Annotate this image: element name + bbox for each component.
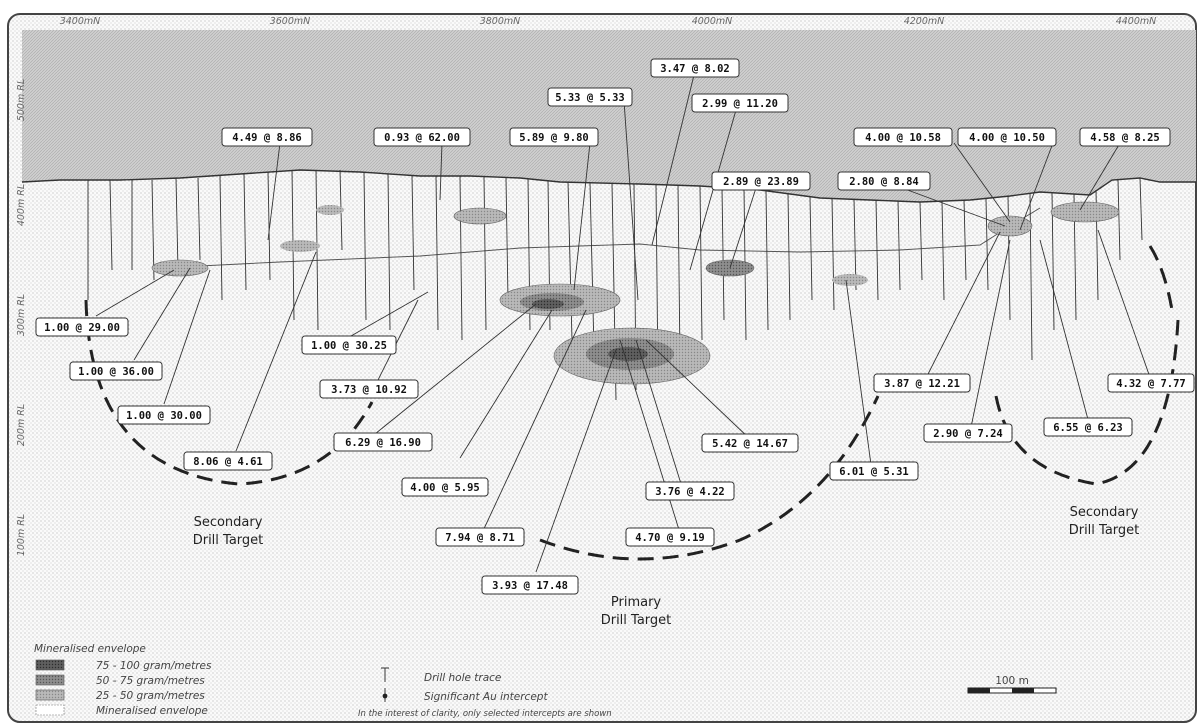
primary-target-line2: Drill Target [601,613,672,628]
scale-bar-label: 100 m [995,675,1029,687]
intercept-label: 6.29 @ 16.90 [345,437,421,449]
intercept-label: 4.49 @ 8.86 [232,132,302,144]
intercept-label: 2.89 @ 23.89 [723,176,799,188]
tick-label-500rl: 500m RL [16,79,27,121]
legend: Mineralised envelope 75 - 100 gram/metre… [34,643,1057,719]
tick-label-4400: 4400mN [1116,16,1157,27]
intercept-label: 4.00 @ 10.58 [865,132,941,144]
legend-swatch-75-100 [35,659,65,671]
tick-label-3400: 3400mN [60,16,101,27]
secondary-target-right-line2: Drill Target [1069,523,1140,538]
drill-target-labels: Secondary Drill Target Primary Drill Tar… [193,505,1140,628]
air-zone [22,30,1196,202]
intercept-label: 4.32 @ 7.77 [1116,378,1186,390]
intercept-label: 2.90 @ 7.24 [933,428,1003,440]
intercept-label: 3.76 @ 4.22 [655,486,725,498]
intercept-label: 0.93 @ 62.00 [384,132,460,144]
tick-label-4200: 4200mN [904,16,945,27]
legend-title: Mineralised envelope [34,643,146,655]
intercept-label: 5.42 @ 14.67 [712,438,788,450]
intercept-label: 3.47 @ 8.02 [660,63,730,75]
weathering-boundary [159,207,1041,269]
drill-target-outlines [84,245,1180,561]
intercept-label: 1.00 @ 36.00 [78,366,154,378]
tick-label-400rl: 400m RL [16,184,27,226]
intercept-label: 8.06 @ 4.61 [193,456,263,468]
northing-axis: 3400mN 3600mN 3800mN 4000mN 4200mN 4400m… [60,16,1157,27]
intercept-label: 5.33 @ 5.33 [555,92,625,104]
legend-item-50-75: 50 - 75 gram/metres [96,675,205,687]
intercept-label: 4.00 @ 5.95 [410,482,480,494]
tick-label-3600: 3600mN [270,16,311,27]
intercept-label: 4.00 @ 10.50 [969,132,1045,144]
intercept-label: 3.73 @ 10.92 [331,384,407,396]
secondary-target-left-line2: Drill Target [193,533,264,548]
intercept-label: 6.01 @ 5.31 [839,466,909,478]
intercept-label: 1.00 @ 29.00 [44,322,120,334]
tick-label-100rl: 100m RL [16,514,27,556]
legend-note: In the interest of clarity, only selecte… [358,709,612,719]
intercept-label: 2.99 @ 11.20 [702,98,778,110]
primary-target-line1: Primary [611,595,662,610]
intercept-labels: 3.47 @ 8.02 5.33 @ 5.33 2.99 @ 11.20 4.4… [35,58,1195,595]
intercept-label: 1.00 @ 30.00 [126,410,202,422]
legend-item-75-100: 75 - 100 gram/metres [96,660,212,672]
tick-label-300rl: 300m RL [16,294,27,336]
intercept-label: 7.94 @ 8.71 [445,532,515,544]
legend-item-envelope: Mineralised envelope [96,705,208,717]
legend-item-25-50: 25 - 50 gram/metres [96,690,205,702]
legend-drill-trace: Drill hole trace [424,672,501,684]
intercept-label: 1.00 @ 30.25 [311,340,387,352]
intercept-label: 2.80 @ 8.84 [849,176,919,188]
rl-axis: 500m RL 400m RL 300m RL 200m RL 100m RL [16,79,27,556]
legend-swatch-25-50 [35,689,65,701]
intercept-leader-lines [95,70,1153,573]
legend-significant: Significant Au intercept [424,691,548,703]
legend-swatch-50-75 [35,674,65,686]
secondary-target-right-line1: Secondary [1070,505,1139,520]
intercept-label: 5.89 @ 9.80 [519,132,589,144]
secondary-target-left-line1: Secondary [194,515,263,530]
intercept-label: 4.58 @ 8.25 [1090,132,1160,144]
intercept-label: 4.70 @ 9.19 [635,532,705,544]
intercept-label: 3.87 @ 12.21 [884,378,960,390]
tick-label-3800: 3800mN [480,16,521,27]
legend-swatch-envelope [35,704,65,716]
tick-label-200rl: 200m RL [16,404,27,446]
tick-label-4000: 4000mN [692,16,733,27]
intercept-label: 3.93 @ 17.48 [492,580,568,592]
intercept-label: 6.55 @ 6.23 [1053,422,1123,434]
